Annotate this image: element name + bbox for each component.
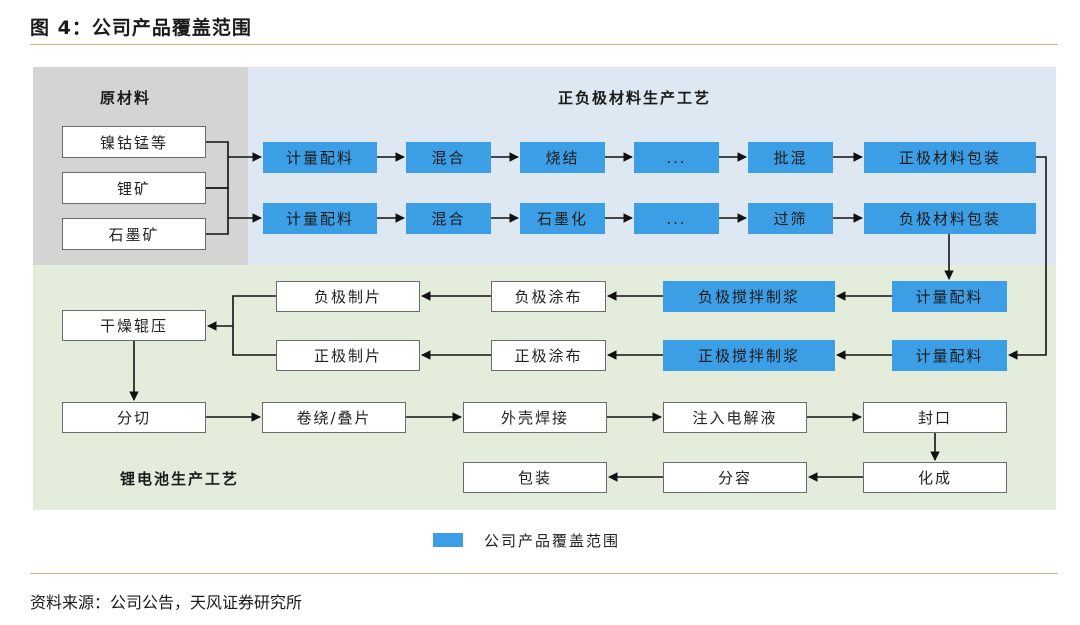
process-step: 分容 [663,462,807,493]
process-step: 负极制片 [276,281,420,312]
process-step-blue: 烧结 [520,142,605,173]
process-step: 包装 [463,462,607,493]
process-step-blue: 负极搅拌制浆 [663,281,835,312]
raw-material-title: 原材料 [100,89,152,107]
source-rule [30,573,1058,574]
title-rule [30,44,1058,45]
electrode-process-title: 正负极材料生产工艺 [558,89,712,107]
process-step-blue: ... [634,142,719,173]
process-step-blue: 混合 [406,203,491,234]
process-step: 干燥辊压 [62,310,206,341]
process-step-blue: 计量配料 [263,142,377,173]
raw-material-box: 锂矿 [62,172,206,204]
process-step-blue: 过筛 [748,203,833,234]
legend-label: 公司产品覆盖范围 [484,532,621,550]
process-step: 正极涂布 [491,340,606,371]
process-step-blue: 计量配料 [892,340,1007,371]
figure-title: 图 4：公司产品覆盖范围 [30,17,252,39]
process-step: 卷绕/叠片 [262,402,406,433]
process-step-blue: 混合 [406,142,491,173]
process-step: 外壳焊接 [463,402,607,433]
process-step: 封口 [863,402,1007,433]
process-step-blue: 计量配料 [263,203,377,234]
source-note: 资料来源：公司公告，天风证券研究所 [30,593,303,612]
legend-swatch [433,533,463,547]
process-step: 负极涂布 [491,281,606,312]
process-step-blue: 批混 [748,142,833,173]
raw-material-box: 石墨矿 [62,218,206,250]
process-step-blue: 正极搅拌制浆 [663,340,835,371]
process-step-blue: ... [634,203,719,234]
process-step: 化成 [863,462,1007,493]
process-step-blue: 计量配料 [892,281,1007,312]
battery-process-title: 锂电池生产工艺 [120,470,240,488]
process-step: 注入电解液 [663,402,807,433]
process-step-blue: 正极材料包装 [864,142,1036,173]
process-step-blue: 石墨化 [520,203,605,234]
process-step: 正极制片 [276,340,420,371]
raw-material-box: 镍钴锰等 [62,126,206,158]
process-step: 分切 [62,402,206,433]
process-step-blue: 负极材料包装 [864,203,1036,234]
